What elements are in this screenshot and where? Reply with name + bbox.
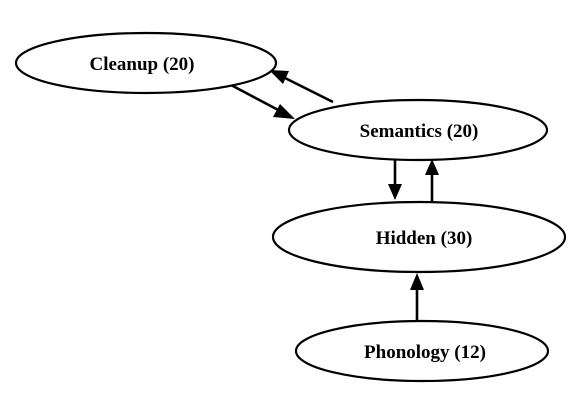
node-semantics-label: Semantics (20) (360, 121, 479, 142)
edge-semantics-to-cleanup (269, 70, 334, 104)
node-hidden-label: Hidden (30) (376, 228, 473, 249)
arrowhead-icon (269, 70, 289, 84)
node-cleanup: Cleanup (20) (14, 31, 278, 95)
arrowhead-icon (388, 184, 402, 200)
edge-hidden-to-semantics (425, 159, 439, 205)
arrowhead-icon (425, 159, 439, 175)
edges (230, 70, 439, 321)
node-hidden: Hidden (30) (271, 200, 567, 274)
node-cleanup-label: Cleanup (20) (89, 54, 194, 75)
node-semantics: Semantics (20) (287, 98, 549, 162)
node-phonology: Phonology (12) (294, 319, 550, 383)
node-phonology-label: Phonology (12) (364, 342, 486, 363)
arrowhead-icon (273, 104, 295, 119)
arrowhead-icon (410, 273, 424, 290)
edge-semantics-to-hidden (388, 155, 402, 200)
edge-cleanup-to-semantics (230, 83, 295, 119)
edge-phonology-to-hidden (410, 273, 424, 321)
